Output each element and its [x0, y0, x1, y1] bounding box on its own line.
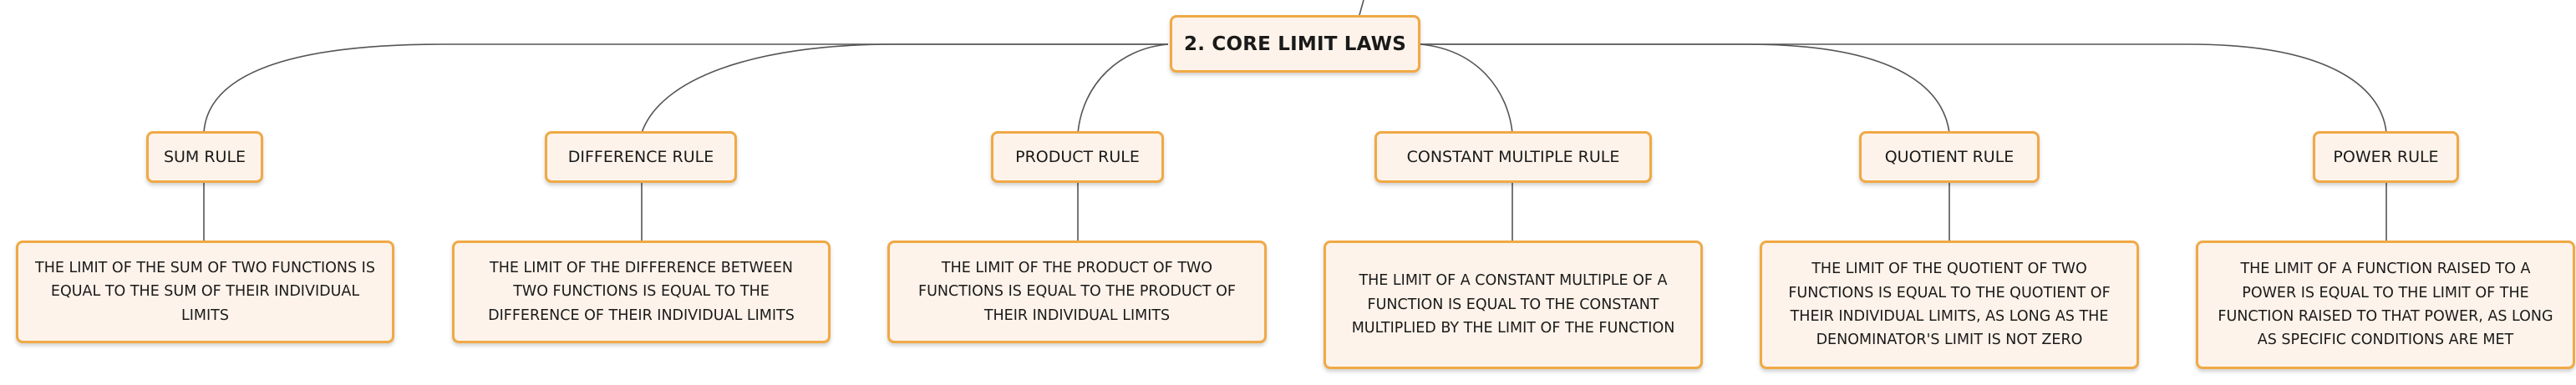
constant-multiple-rule-topic[interactable]: CONSTANT MULTIPLE RULE [1374, 131, 1652, 183]
connector-root-difference [641, 43, 1168, 134]
difference-rule-topic[interactable]: DIFFERENCE RULE [545, 131, 737, 183]
connector-root-power [1420, 43, 2387, 134]
power-rule-description[interactable]: THE LIMIT OF A FUNCTION RAISED TO A POWE… [2196, 241, 2575, 369]
connector-parent [1359, 0, 1364, 16]
connector-root-sum [203, 43, 1168, 134]
connector-root-quotient [1420, 43, 1950, 134]
product-rule-topic[interactable]: PRODUCT RULE [991, 131, 1164, 183]
connector-root-constant [1420, 43, 1513, 134]
difference-rule-description[interactable]: THE LIMIT OF THE DIFFERENCE BETWEEN TWO … [452, 241, 831, 343]
sum-rule-description[interactable]: THE LIMIT OF THE SUM OF TWO FUNCTIONS IS… [16, 241, 394, 343]
quotient-rule-topic[interactable]: QUOTIENT RULE [1859, 131, 2040, 183]
power-rule-topic[interactable]: POWER RULE [2313, 131, 2459, 183]
constant-multiple-rule-description[interactable]: THE LIMIT OF A CONSTANT MULTIPLE OF A FU… [1324, 241, 1703, 369]
sum-rule-topic[interactable]: SUM RULE [146, 131, 263, 183]
quotient-rule-description[interactable]: THE LIMIT OF THE QUOTIENT OF TWO FUNCTIO… [1760, 241, 2139, 369]
product-rule-description[interactable]: THE LIMIT OF THE PRODUCT OF TWO FUNCTION… [887, 241, 1267, 343]
connector-root-product [1077, 43, 1169, 134]
root-topic[interactable]: 2. CORE LIMIT LAWS [1170, 15, 1420, 73]
